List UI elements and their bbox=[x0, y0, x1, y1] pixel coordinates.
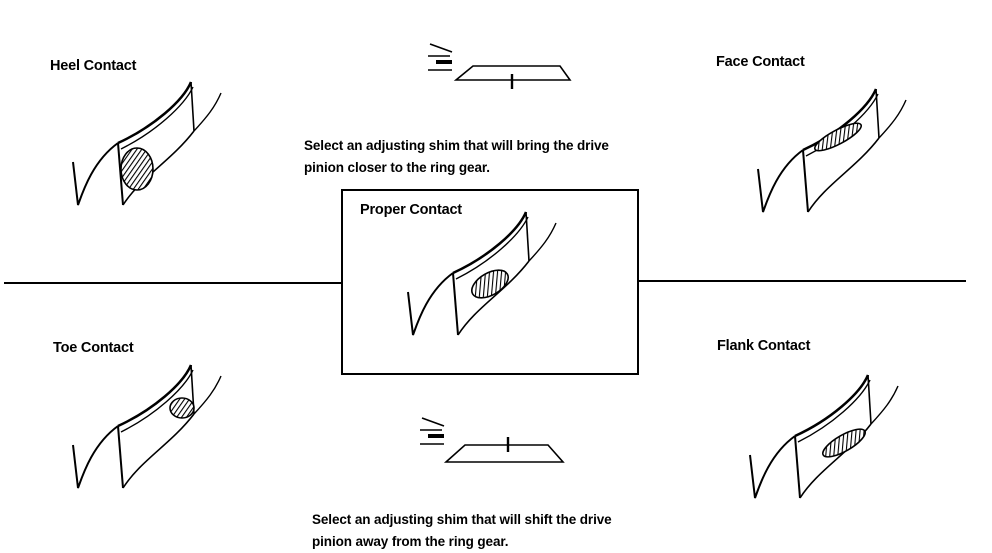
flank-contact-label: Flank Contact bbox=[717, 338, 811, 354]
toe-contact-patch bbox=[169, 397, 195, 419]
toe-contact-label: Toe Contact bbox=[53, 340, 134, 356]
pinion-closer-illustration bbox=[426, 42, 572, 89]
instruction-away-line2: pinion away from the ring gear. bbox=[312, 534, 509, 549]
face-contact-label: Face Contact bbox=[716, 54, 805, 70]
instruction-closer-line1: Select an adjusting shim that will bring… bbox=[304, 138, 609, 153]
heel-contact-label: Heel Contact bbox=[50, 58, 137, 74]
proper-contact-label: Proper Contact bbox=[360, 202, 462, 218]
heel-contact-patch bbox=[120, 147, 154, 191]
face-contact-tooth bbox=[756, 87, 908, 214]
toe-contact-tooth bbox=[71, 363, 223, 490]
flank-contact-patch bbox=[822, 428, 866, 458]
proper-contact-tooth bbox=[406, 210, 558, 337]
flank-contact-tooth bbox=[748, 373, 900, 500]
proper-contact-patch bbox=[471, 269, 509, 299]
instruction-closer-line2: pinion closer to the ring gear. bbox=[304, 160, 490, 175]
instruction-away-line1: Select an adjusting shim that will shift… bbox=[312, 512, 612, 527]
pinion-away-illustration bbox=[418, 416, 565, 463]
instruction-away: Select an adjusting shim that will shift… bbox=[312, 509, 612, 553]
instruction-closer: Select an adjusting shim that will bring… bbox=[304, 135, 609, 179]
face-contact-patch bbox=[814, 122, 862, 152]
heel-contact-tooth bbox=[71, 80, 223, 207]
